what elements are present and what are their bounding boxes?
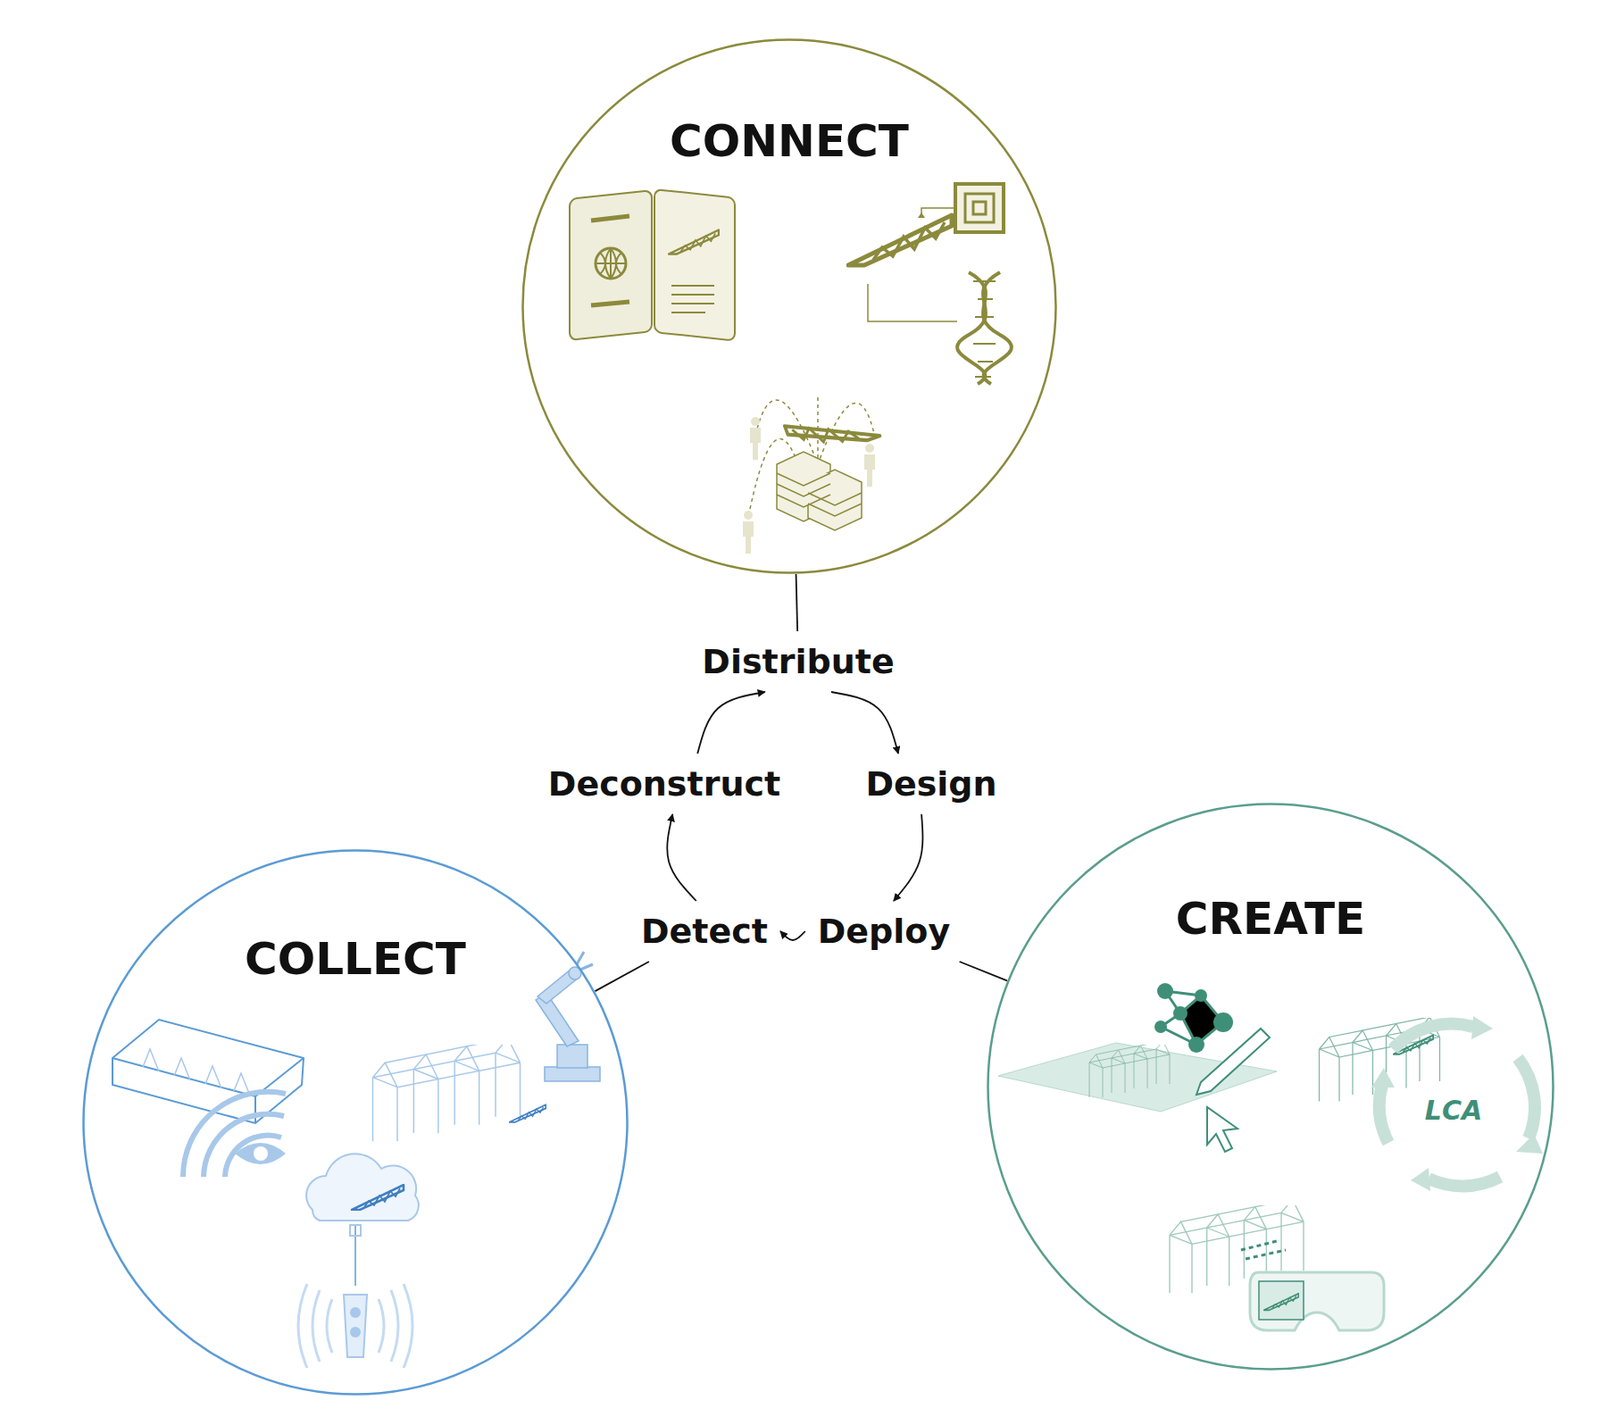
connector (666, 814, 696, 901)
circle-title: CONNECT (521, 115, 1058, 167)
connector (831, 691, 899, 754)
connector (796, 574, 799, 632)
circle-outline (988, 804, 1554, 1370)
collect-illustration (112, 951, 600, 1368)
connector (697, 691, 766, 754)
create-circle: CREATE (986, 802, 1555, 1371)
cycle-step: Design (859, 760, 1002, 808)
create-illustration (998, 983, 1543, 1331)
cycle-step: Deconstruct (542, 760, 786, 808)
circle-outline (523, 40, 1057, 574)
circle-title: CREATE (986, 892, 1555, 945)
connector (594, 961, 649, 992)
connector (780, 931, 806, 941)
connector (959, 961, 1008, 981)
connector (893, 814, 924, 901)
lca-label: LCA (1425, 1094, 1483, 1126)
step-label: Detect (641, 911, 768, 951)
step-label: Deploy (817, 911, 950, 951)
circle-outline (82, 849, 629, 1396)
circle-outline (83, 850, 628, 1395)
cycle-step: Distribute (696, 638, 900, 685)
collect-circle: COLLECT (82, 849, 629, 1396)
cycle-step: Deploy (812, 908, 956, 955)
cycle-step: Detect (635, 908, 774, 955)
circle-title: COLLECT (82, 933, 629, 985)
connect-circle: CONNECT (521, 38, 1058, 575)
step-label: Design (865, 764, 997, 804)
connect-illustration (569, 183, 1012, 554)
circle-outline (986, 802, 1555, 1371)
step-label: Distribute (701, 641, 894, 682)
circle-outline (521, 38, 1058, 575)
step-label: Deconstruct (548, 764, 781, 804)
